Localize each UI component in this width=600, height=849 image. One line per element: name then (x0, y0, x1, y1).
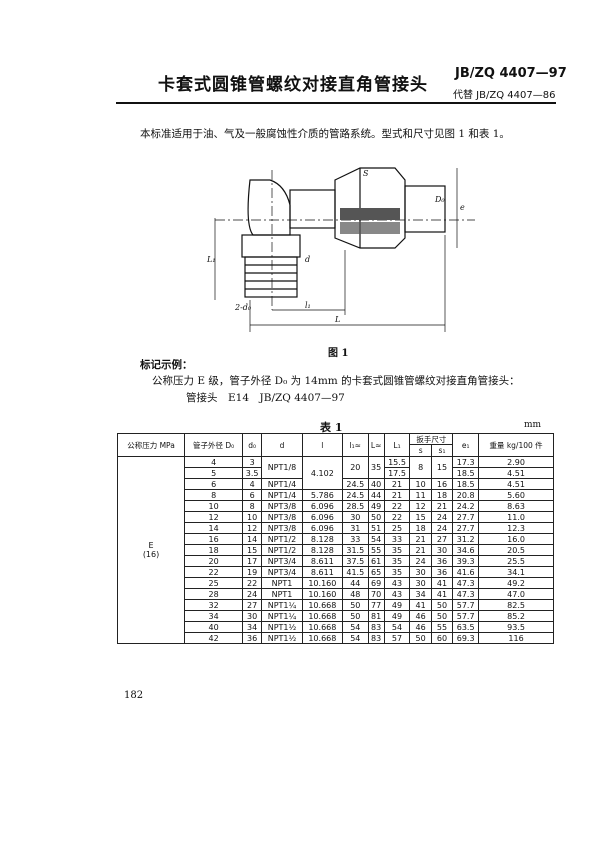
svg-text:L₁: L₁ (206, 255, 216, 264)
svg-text:D₀: D₀ (434, 195, 445, 204)
dimension-table: 公称压力 MPa 管子外径 D₀ d₀ d l l₁≈ L≈ L₁ 扳手尺寸 e… (116, 433, 554, 644)
svg-text:e: e (460, 203, 465, 212)
marking-example: 管接头 E14 JB/ZQ 4407—97 (186, 392, 345, 404)
standard-number: JB/ZQ 4407—97 (455, 66, 567, 81)
col-s1: s₁ (430, 444, 454, 457)
col-l1: l₁≈ (341, 433, 369, 457)
col-d0: d₀ (242, 433, 263, 457)
col-tube-od: 管子外径 D₀ (184, 433, 244, 457)
marking-heading: 标记示例： (140, 359, 193, 371)
col-e1: e₁ (452, 433, 480, 457)
svg-text:2-d₀: 2-d₀ (234, 303, 252, 312)
col-wrench: 扳手尺寸 (409, 433, 454, 445)
col-L1: L₁ (383, 433, 411, 457)
svg-text:l₁: l₁ (305, 301, 311, 310)
table-caption: 表 1 (320, 421, 343, 434)
col-s: s (409, 444, 432, 457)
pressure-cell: E(16) (116, 456, 186, 644)
col-L: L≈ (367, 433, 385, 457)
table-unit: mm (524, 420, 542, 430)
col-d: d (261, 433, 303, 457)
svg-text:L: L (334, 315, 340, 324)
header-rule (116, 102, 556, 104)
fitting-drawing: S D₀ e L₁ d l₁ L 2-d₀ (206, 167, 475, 332)
figure-caption: 图 1 (328, 348, 349, 359)
col-weight: 重量 kg/100 件 (478, 433, 554, 457)
marking-description: 公称压力 E 级，管子外径 D₀ 为 14mm 的卡套式圆锥管螺纹对接直角管接头… (152, 375, 520, 387)
intro-text: 本标准适用于油、气及一般腐蚀性介质的管路系统。型式和尺寸见图 1 和表 1。 (140, 128, 510, 140)
svg-text:d: d (305, 255, 310, 264)
document-title: 卡套式圆锥管螺纹对接直角管接头 (158, 75, 428, 95)
page-number: 182 (124, 690, 144, 701)
col-pressure: 公称压力 MPa (116, 433, 186, 457)
col-l: l (301, 433, 343, 457)
replaces-standard: 代替 JB/ZQ 4407—86 (453, 90, 556, 101)
svg-text:S: S (363, 169, 369, 178)
